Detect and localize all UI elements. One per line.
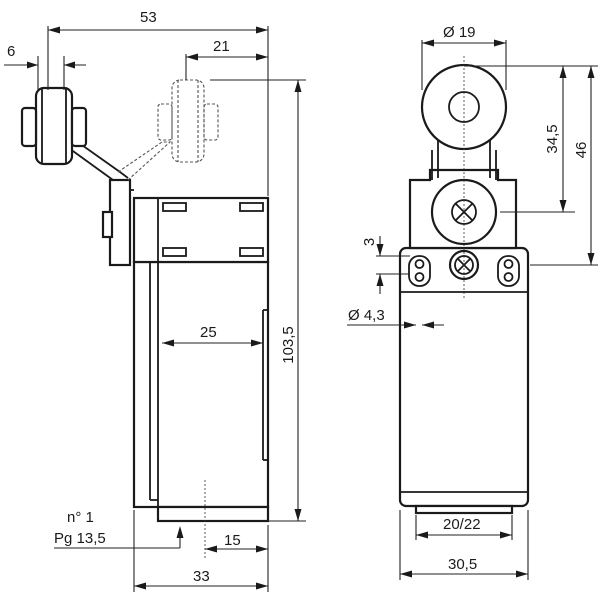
- dim-alt-position: 21: [213, 38, 230, 55]
- side-body: [132, 260, 270, 509]
- mounting-slot-right: [497, 255, 520, 287]
- dim-front-width: 30,5: [448, 556, 477, 573]
- roller-alternate-position: [117, 79, 219, 181]
- side-head: [132, 196, 270, 264]
- roller-side: [20, 86, 88, 166]
- dim-overall-height: 103,5: [280, 326, 297, 364]
- dim-slot-height: 3: [361, 238, 378, 246]
- entry-thread-note: Pg 13,5: [54, 530, 106, 547]
- dim-body-depth: 25: [200, 324, 217, 341]
- dim-head-height: 46: [573, 142, 590, 159]
- mounting-slot-left: [408, 255, 431, 287]
- dim-base-offset: 15: [224, 532, 241, 549]
- dim-overall-width: 53: [140, 9, 157, 26]
- dim-hole-diameter: Ø 4,3: [348, 307, 385, 324]
- side-base: [156, 505, 270, 523]
- dim-roller-diameter: Ø 19: [443, 24, 476, 41]
- dim-roller-width: 6: [7, 43, 15, 60]
- front-base: [414, 504, 514, 515]
- dim-conduit-entry: 20/22: [443, 516, 481, 533]
- side-view: 53 6 21 103,5 25 15: [4, 9, 306, 592]
- dim-lever-height: 34,5: [544, 124, 561, 153]
- front-view: Ø 19 34,5 46 3 Ø 4,3 20/2: [347, 24, 598, 580]
- entry-number-note: n° 1: [67, 509, 94, 526]
- dim-base-width: 33: [193, 568, 210, 585]
